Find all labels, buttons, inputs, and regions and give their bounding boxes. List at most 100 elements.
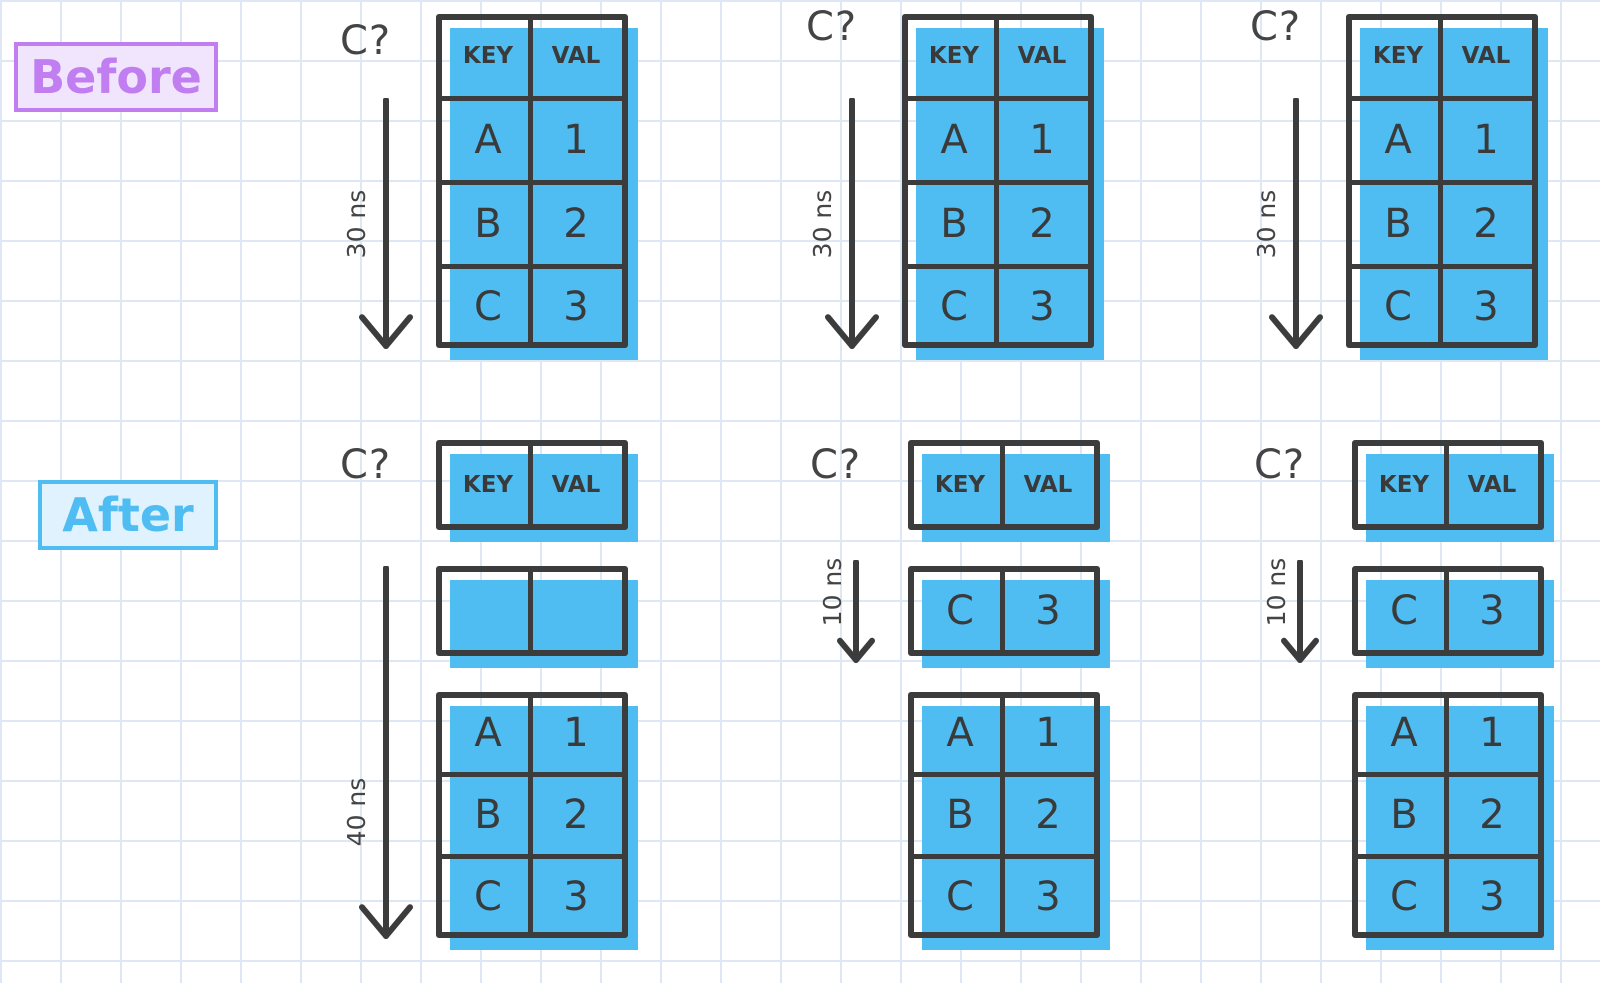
after-cache-table-3-key-cell: C: [1390, 588, 1418, 634]
before-table-1-value-cell: VAL: [551, 43, 601, 69]
before-query-1: C?: [340, 18, 392, 64]
after-header-table-2-key-cell: KEY: [934, 472, 986, 498]
after-header-table-1-value-cell: VAL: [551, 472, 601, 498]
after-cache-table-2-frame: [908, 566, 1100, 656]
before-table-2-key-cell: A: [940, 117, 968, 163]
after-header-table-3: KEY VAL: [1352, 440, 1554, 542]
before-timing-2: 30 ns: [807, 189, 837, 259]
before-table-3-key-cell: KEY: [1372, 43, 1424, 69]
before-table-1-frame: [436, 14, 628, 348]
after-main-table-3-key-cell: A: [1390, 710, 1418, 756]
after-header-table-2-value-cell: VAL: [1023, 472, 1073, 498]
after-main-table-2-fill: [922, 706, 1110, 950]
before-arrow-1: [359, 98, 413, 349]
after-label-text: After: [62, 488, 194, 542]
before-table-2-frame: [902, 14, 1094, 348]
after-main-table-3-value-cell: 3: [1479, 874, 1505, 920]
after-main-table-2-value-cell: 2: [1035, 792, 1061, 838]
before-table-1-value-cell: 3: [563, 284, 589, 330]
before-timing-3: 30 ns: [1251, 189, 1281, 259]
after-header-table-3-value-cell: VAL: [1467, 472, 1517, 498]
after-main-table-2-value-cell: 3: [1035, 874, 1061, 920]
after-main-table-3-value-cell: 1: [1479, 710, 1505, 756]
before-table-3-value-cell: 2: [1473, 201, 1499, 247]
after-main-table-2-key-cell: B: [946, 792, 974, 838]
before-table-3-value-cell: 3: [1473, 284, 1499, 330]
after-header-table-2-frame: [908, 440, 1100, 530]
before-label-text: Before: [30, 50, 202, 104]
before-arrow-3-head: [1269, 314, 1323, 349]
after-timing-1: 40 ns: [341, 777, 371, 847]
before-table-2-key-cell: C: [940, 284, 968, 330]
before-table-3-fill: [1360, 28, 1548, 360]
before-table-3-column-divider: [1438, 20, 1443, 342]
after-main-table-1-key-cell: C: [474, 874, 502, 920]
after-main-table-1-key-cell: A: [474, 710, 502, 756]
before-table-3-value-cell: VAL: [1461, 43, 1511, 69]
after-main-table-1-frame: [436, 692, 628, 938]
after-cache-table-1: [436, 566, 638, 668]
before-table-2-column-divider: [994, 20, 999, 342]
after-cache-table-3-column-divider: [1444, 572, 1449, 650]
after-main-table-2-key-cell: A: [946, 710, 974, 756]
after-main-table-2-key-cell: C: [946, 874, 974, 920]
after-main-table-1-column-divider: [528, 698, 533, 932]
after-header-table-3-frame: [1352, 440, 1544, 530]
after-cache-table-2-key-cell: C: [946, 588, 974, 634]
before-arrow-1-head: [359, 314, 413, 349]
after-label: After: [38, 480, 218, 550]
after-timing-3: 10 ns: [1261, 557, 1291, 627]
after-main-table-2-value-cell: 1: [1035, 710, 1061, 756]
after-main-table-3-key-cell: C: [1390, 874, 1418, 920]
before-label: Before: [14, 42, 218, 112]
after-header-table-3-column-divider: [1444, 446, 1449, 524]
after-main-table-1-fill: [450, 706, 638, 950]
after-arrow-2-head: [837, 637, 875, 663]
after-main-table-1-value-cell: 3: [563, 874, 589, 920]
before-table-1-key-cell: A: [474, 117, 502, 163]
before-table-2-value-cell: 2: [1029, 201, 1055, 247]
before-arrow-3: [1269, 98, 1323, 349]
after-main-table-3-frame: [1352, 692, 1544, 938]
after-main-table-3-fill: [1366, 706, 1554, 950]
after-main-table-1-key-cell: B: [474, 792, 502, 838]
before-table-1-key-cell: B: [474, 201, 502, 247]
before-query-3: C?: [1250, 4, 1302, 50]
before-table-2-fill: [916, 28, 1104, 360]
before-timing-1: 30 ns: [341, 189, 371, 259]
before-table-1-column-divider: [528, 20, 533, 342]
after-main-table-2-column-divider: [1000, 698, 1005, 932]
after-arrow-1: [359, 566, 413, 939]
before-table-3-key-cell: C: [1384, 284, 1412, 330]
before-table-1-key-cell: KEY: [462, 43, 514, 69]
before-table-2-value-cell: 1: [1029, 117, 1055, 163]
after-query-3: C?: [1254, 442, 1306, 488]
after-header-table-3-key-cell: KEY: [1378, 472, 1430, 498]
before-table-2-value-cell: 3: [1029, 284, 1055, 330]
after-query-1: C?: [340, 442, 392, 488]
before-table-3-value-cell: 1: [1473, 117, 1499, 163]
after-cache-table-3-frame: [1352, 566, 1544, 656]
before-table-1-fill: [450, 28, 638, 360]
before-arrow-2-head: [825, 314, 879, 349]
before-table-2-key-cell: KEY: [928, 43, 980, 69]
after-main-table-3-value-cell: 2: [1479, 792, 1505, 838]
after-cache-table-1-column-divider: [528, 572, 533, 650]
after-main-table-3-key-cell: B: [1390, 792, 1418, 838]
before-table-2-key-cell: B: [940, 201, 968, 247]
after-arrow-1-head: [359, 904, 413, 939]
before-arrow-2: [825, 98, 879, 349]
after-header-table-1-frame: [436, 440, 628, 530]
after-cache-table-1-frame: [436, 566, 628, 656]
after-header-table-1-key-cell: KEY: [462, 472, 514, 498]
before-query-2: C?: [806, 4, 858, 50]
after-arrow-3-head: [1281, 637, 1319, 663]
after-header-table-1-column-divider: [528, 446, 533, 524]
after-arrow-2: [837, 560, 875, 663]
before-table-3-frame: [1346, 14, 1538, 348]
